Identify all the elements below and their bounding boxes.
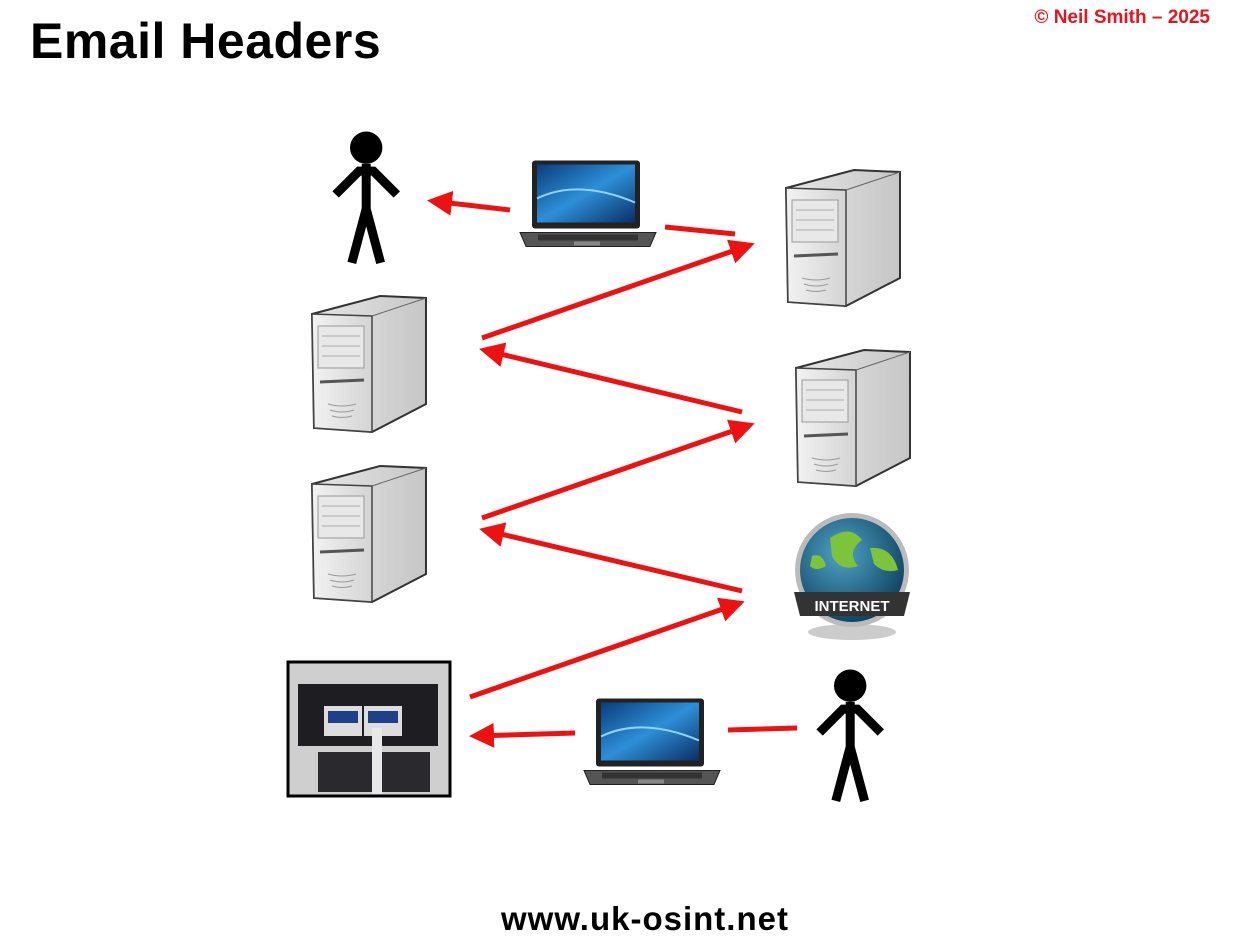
network-socket-photo [286, 660, 452, 798]
server-icon [794, 348, 912, 488]
recipient-person-icon [820, 670, 881, 801]
sender-person-icon [336, 132, 397, 263]
line-laptop-to-server [664, 224, 736, 237]
server-icon [310, 294, 428, 434]
arrow-hop-1 [481, 239, 755, 341]
slide-title: Email Headers [30, 13, 382, 69]
sender-laptop-icon [518, 159, 658, 248]
footer-url: www.uk-osint.net [501, 900, 789, 937]
route-arrows [427, 190, 798, 748]
arrow-hop-2 [479, 342, 743, 415]
arrow-laptop-to-socket [469, 722, 576, 748]
line-recipient-to-laptop [727, 725, 798, 733]
arrow-hop-4 [479, 522, 743, 594]
server-icon [310, 464, 428, 604]
copyright-notice: © Neil Smith – 2025 [1034, 7, 1210, 28]
server-icon [784, 168, 902, 308]
arrow-hop-5 [469, 597, 745, 700]
arrow-hop-3 [481, 419, 755, 521]
recipient-laptop-icon [582, 697, 722, 786]
internet-label: INTERNET [815, 598, 890, 615]
arrow-laptop-to-sender [427, 190, 511, 216]
internet-globe-icon: INTERNET [794, 513, 910, 640]
